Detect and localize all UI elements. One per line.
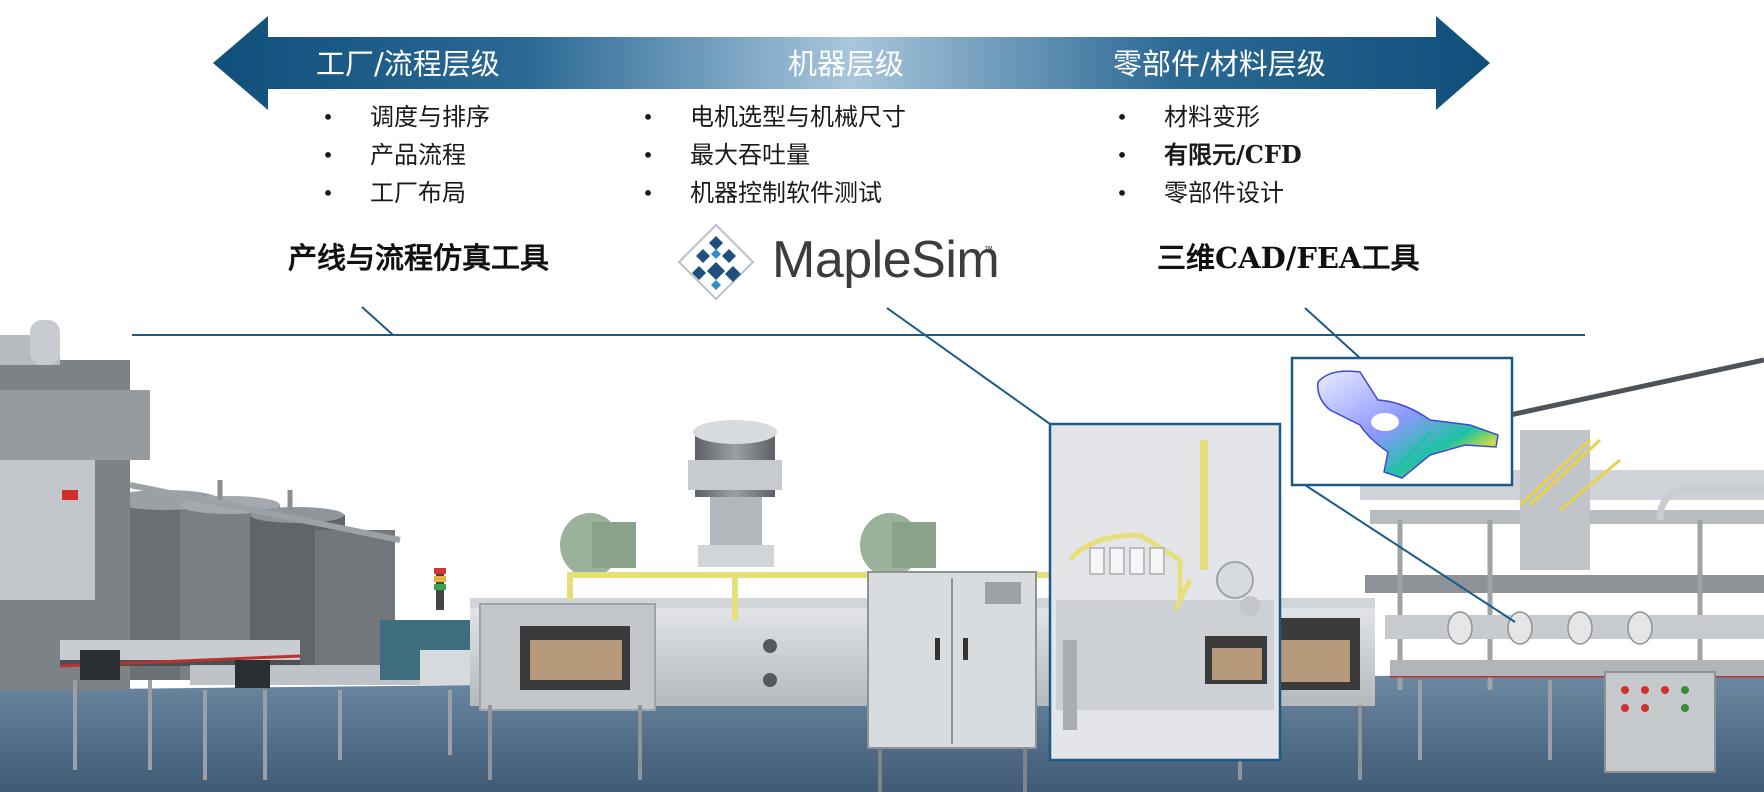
bullet-list-factory: •调度与排序 •产品流程 •工厂布局 [318,98,490,212]
bullet-dot-icon: • [322,105,334,129]
level-label-factory: 工厂/流程层级 [316,47,500,81]
bullet-dot-icon: • [642,181,654,205]
bullet-dot-icon: • [1116,181,1128,205]
bullet-list-component: •材料变形 •有限元/CFD •零部件设计 [1112,98,1302,212]
list-item: •机器控制软件测试 [638,174,906,212]
machine-detail-inset [1048,422,1282,762]
control-cabinet [867,571,1037,792]
fea-part-inset [1290,356,1516,623]
level-label-machine: 机器层级 [788,47,905,81]
left-processing-unit [0,320,150,690]
list-item: •电机选型与机械尺寸 [638,98,906,136]
bullet-dot-icon: • [642,105,654,129]
bullet-dot-icon: • [322,143,334,167]
tool-label-cad-fea: 三维CAD/FEA工具 [1157,241,1420,275]
connector-line-maplesim [886,307,1051,425]
top-motors [560,513,936,577]
list-item: •产品流程 [318,136,490,174]
bullet-dot-icon: • [322,181,334,205]
list-item: •最大吞吐量 [638,136,906,174]
maplesim-wordmark: MapleSim [772,231,1000,289]
trademark-symbol: ™ [984,244,993,254]
list-item: •有限元/CFD [1112,136,1302,174]
list-item: •调度与排序 [318,98,490,136]
list-item: •材料变形 [1112,98,1302,136]
connector-line-cad [1304,307,1361,359]
maplesim-logo: MapleSim ™ [676,222,1006,304]
list-item: •零部件设计 [1112,174,1302,212]
bullet-dot-icon: • [642,143,654,167]
tool-label-process-simulation: 产线与流程仿真工具 [288,241,550,275]
connector-line-process [361,306,394,336]
banner-double-arrow [213,16,1490,110]
fea-bracket-shape [1317,370,1499,479]
bullet-list-machine: •电机选型与机械尺寸 •最大吞吐量 •机器控制软件测试 [638,98,906,212]
left-conveyors [59,568,490,780]
level-label-component: 零部件/材料层级 [1113,47,1326,81]
maplesim-diamond-icon [677,223,755,301]
exhaust-stack [688,420,782,567]
bullet-dot-icon: • [1116,105,1128,129]
bullet-dot-icon: • [1116,143,1128,167]
list-item: •工厂布局 [318,174,490,212]
